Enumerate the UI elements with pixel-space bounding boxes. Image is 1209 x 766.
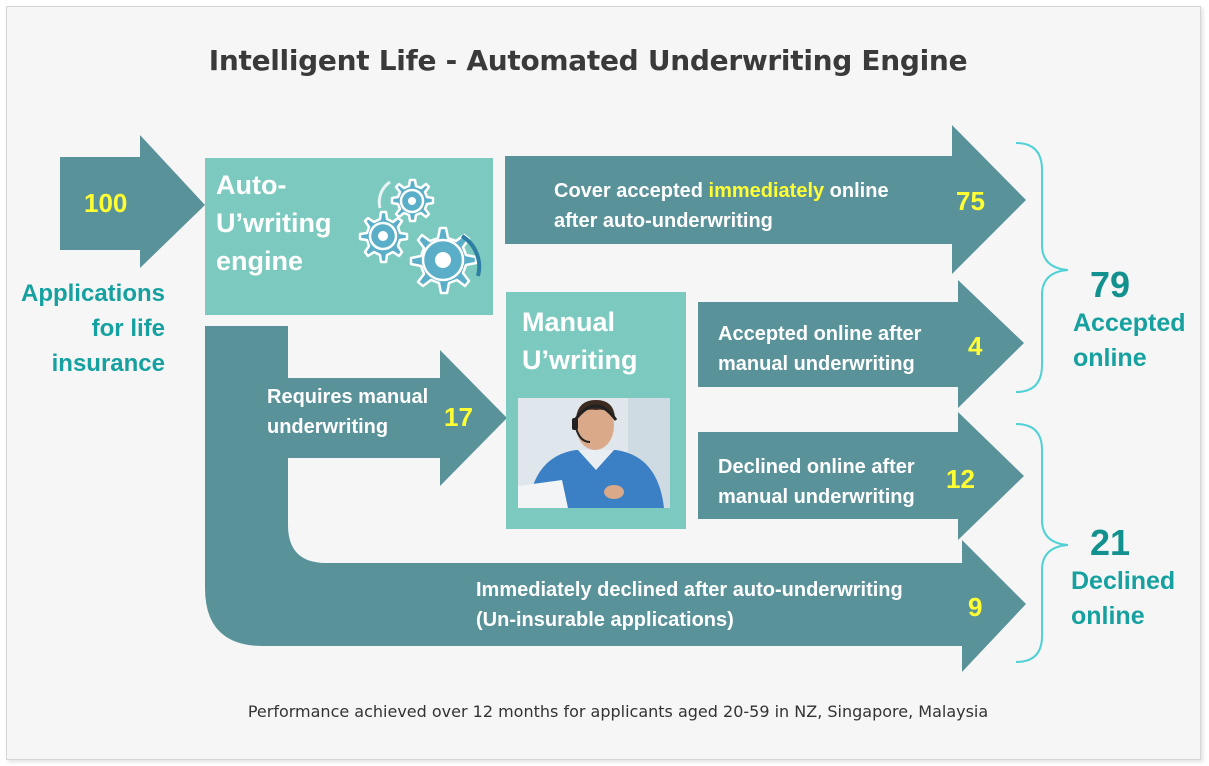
requires-manual-count: 17 [444, 402, 473, 432]
accepted-total-label: Accepted online [1073, 309, 1186, 372]
manual-accept-arrow [698, 280, 1024, 408]
immediate-accept-count: 75 [956, 186, 985, 216]
input-arrow [60, 135, 205, 268]
accepted-total: 79 [1090, 264, 1131, 305]
immediate-decline-count: 9 [968, 592, 983, 622]
footer-note: Performance achieved over 12 months for … [247, 702, 989, 721]
immediate-decline-label: Immediately declined after auto-underwri… [476, 579, 903, 631]
requires-manual-label: Requires manual underwriting [267, 386, 429, 438]
page-title: Intelligent Life - Automated Underwritin… [208, 44, 968, 77]
immediate-accept-label: Cover accepted immediately online after … [554, 180, 889, 232]
declined-total-label: Declined online [1071, 567, 1176, 630]
auto-box-title: Auto- U’writing engine [216, 170, 332, 276]
immediate-accept-arrow [505, 125, 1026, 274]
gears-icon [358, 178, 482, 295]
manual-decline-label: Declined online after manual underwritin… [718, 456, 915, 508]
input-count: 100 [84, 188, 128, 218]
requires-manual-arrow [288, 350, 507, 486]
declined-brace [1015, 423, 1069, 663]
declined-total: 21 [1090, 522, 1131, 563]
manual-box-title: Manual U’writing [522, 307, 638, 375]
decline-flow-arrow [205, 326, 1026, 672]
manual-decline-arrow [698, 412, 1024, 540]
accepted-brace [1015, 142, 1069, 393]
manual-accept-label: Accepted online after manual underwritin… [718, 323, 922, 375]
input-label: Applications for life insurance [20, 280, 165, 377]
manual-accept-count: 4 [968, 331, 983, 361]
manual-decline-count: 12 [946, 464, 975, 494]
call-center-agent-photo [518, 398, 670, 508]
